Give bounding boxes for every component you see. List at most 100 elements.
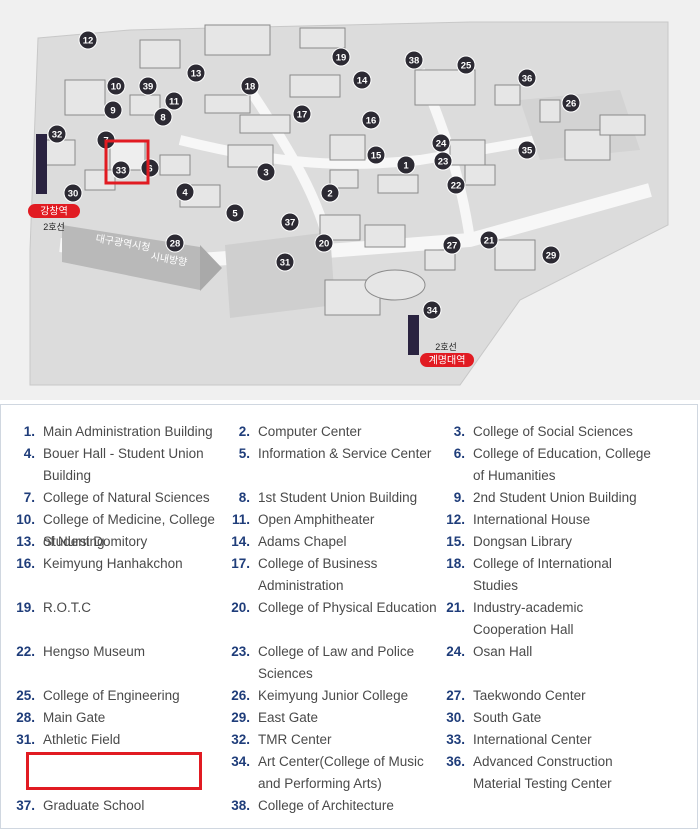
boulevard-arrow [200,245,222,291]
map-marker-12[interactable]: 12 [78,30,98,50]
legend-name: College of Education, College of Humanit… [473,446,651,483]
map-marker-28[interactable]: 28 [165,233,185,253]
legend-number: 15. [446,534,465,549]
legend-name: 2nd Student Union Building [473,490,637,505]
legend-number: 23. [231,644,250,659]
marker-circle [63,183,83,203]
legend-number: 19. [16,600,35,615]
legend-name: Adams Chapel [258,534,347,549]
map-marker-2[interactable]: 2 [320,183,340,203]
marker-circle [396,155,416,175]
map-marker-30[interactable]: 30 [63,183,83,203]
legend-number: 26. [231,688,250,703]
marker-circle [78,30,98,50]
marker-number: 3 [263,168,268,179]
map-marker-17[interactable]: 17 [292,104,312,124]
map-marker-29[interactable]: 29 [541,245,561,265]
marker-circle [140,158,160,178]
map-marker-13[interactable]: 13 [186,63,206,83]
marker-number: 10 [111,82,122,93]
marker-circle [331,47,351,67]
map-marker-25[interactable]: 25 [456,55,476,75]
marker-number: 29 [546,251,557,262]
map-marker-15[interactable]: 15 [366,145,386,165]
legend-name: International House [473,512,591,527]
marker-number: 18 [245,82,256,93]
marker-number: 24 [436,139,447,150]
marker-circle [175,182,195,202]
marker-number: 27 [447,241,458,252]
marker-number: 38 [409,56,420,67]
marker-number: 8 [160,113,165,124]
marker-circle [292,104,312,124]
map-marker-39[interactable]: 39 [138,76,158,96]
marker-number: 19 [336,53,347,64]
legend-name: Bouer Hall - Student Union Building [43,446,204,483]
map-marker-31[interactable]: 31 [275,252,295,272]
map-marker-16[interactable]: 16 [361,110,381,130]
marker-number: 26 [566,99,577,110]
map-marker-18[interactable]: 18 [240,76,260,96]
map-marker-3[interactable]: 3 [256,162,276,182]
marker-number: 32 [52,130,63,141]
station-gangchang[interactable]: 강창역 2호선 [28,204,80,232]
map-marker-34[interactable]: 34 [422,300,442,320]
marker-number: 34 [427,306,438,317]
map-marker-4[interactable]: 4 [175,182,195,202]
legend-name: Open Amphitheater [258,512,375,527]
marker-circle [479,230,499,250]
legend-name: College of Social Sciences [473,424,633,439]
legend-name: Graduate School [43,798,145,813]
map-marker-1[interactable]: 1 [396,155,416,175]
marker-circle [361,110,381,130]
map-marker-38[interactable]: 38 [404,50,424,70]
marker-number: 30 [68,189,79,200]
map-marker-36[interactable]: 36 [517,68,537,88]
station-name: 계명대역 [429,355,466,367]
map-marker-22[interactable]: 22 [446,175,466,195]
legend-name: Information & Service Center [258,446,432,461]
map-marker-19[interactable]: 19 [331,47,351,67]
marker-number: 33 [116,166,127,177]
map-marker-23[interactable]: 23 [433,151,453,171]
map-marker-11[interactable]: 11 [164,91,184,111]
legend-number: 37. [16,798,35,813]
map-marker-37[interactable]: 37 [280,212,300,232]
map-marker-8[interactable]: 8 [153,107,173,127]
legend-number: 7. [23,490,35,505]
legend-name: Dongsan Library [473,534,573,549]
legend-name: South Gate [473,710,542,725]
legend-name: Keimyung Junior College [258,688,409,703]
map-marker-24[interactable]: 24 [431,133,451,153]
map-marker-5[interactable]: 5 [225,203,245,223]
map-marker-20[interactable]: 20 [314,233,334,253]
legend-number: 14. [231,534,250,549]
marker-circle [153,107,173,127]
legend-name: 1st Student Union Building [258,490,418,505]
map-marker-27[interactable]: 27 [442,235,462,255]
legend-name: Main Administration Building [43,424,213,439]
map-marker-32[interactable]: 32 [47,124,67,144]
marker-number: 1 [403,161,409,172]
legend-name: Art Center(College of Music and Performi… [258,754,424,791]
map-marker-33[interactable]: 33 [111,160,131,180]
marker-number: 39 [143,82,154,93]
marker-number: 23 [438,157,449,168]
marker-circle [352,70,372,90]
marker-circle [240,76,260,96]
legend-name: College of Natural Sciences [43,490,210,505]
map-marker-10[interactable]: 10 [106,76,126,96]
legend-name: Taekwondo Center [473,688,586,703]
map-marker-35[interactable]: 35 [517,140,537,160]
legend-number: 13. [16,534,35,549]
marker-circle [186,63,206,83]
map-marker-21[interactable]: 21 [479,230,499,250]
map-marker-26[interactable]: 26 [561,93,581,113]
map-marker-6[interactable]: 6 [140,158,160,178]
marker-circle [431,133,451,153]
map-marker-14[interactable]: 14 [352,70,372,90]
legend-number: 20. [231,600,250,615]
station-keimyung[interactable]: 2호선 계명대역 [420,342,474,367]
legend-name: Computer Center [258,424,362,439]
map-marker-9[interactable]: 9 [103,100,123,120]
